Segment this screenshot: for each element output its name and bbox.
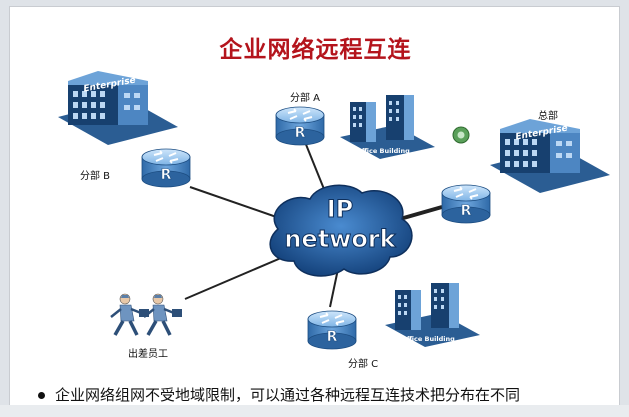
link-branch-b	[189, 186, 286, 221]
office-building-text: Office Building	[356, 147, 410, 155]
person-icon	[142, 292, 184, 337]
connection-lines	[184, 141, 443, 308]
headquarters: 总部 Enterprise R	[441, 109, 610, 224]
branch-a-label: 分部 A	[290, 91, 320, 104]
person-icon	[109, 292, 151, 337]
branch-c: R Office Building 分部 C	[307, 283, 480, 370]
ip-network-cloud: IP network	[269, 184, 413, 277]
bullet-content: 企业网络组网不受地域限制，可以通过各种远程互连技术把分布在不同	[55, 386, 521, 404]
hq-label: 总部	[538, 109, 558, 122]
router-letter: R	[461, 203, 472, 219]
branch-b: Enterprise 分部 B R	[58, 71, 191, 188]
link-hq	[399, 205, 443, 221]
branch-c-label: 分部 C	[348, 357, 378, 370]
branch-b-label: 分部 B	[80, 169, 110, 182]
cloud-ip-text: IP	[327, 195, 354, 223]
slide-title: 企业网络远程互连	[219, 37, 412, 63]
branch-a: 分部 A R Office Building	[275, 91, 435, 159]
cloud-network-text: network	[284, 225, 396, 253]
router-letter: R	[295, 125, 306, 141]
bullet-text: 企业网络组网不受地域限制，可以通过各种远程互连技术把分布在不同	[38, 384, 520, 405]
travel-label: 出差员工	[128, 347, 168, 360]
slide: 企业网络远程互连	[9, 6, 620, 417]
bullet-dot	[38, 392, 45, 399]
router-letter: R	[161, 167, 172, 183]
link-travel	[184, 254, 289, 300]
network-diagram: IP network 分部 A R Office Building Enterp…	[58, 71, 610, 370]
router-letter: R	[327, 329, 338, 345]
target-icon	[452, 126, 470, 144]
traveling-employees: 出差员工	[109, 292, 184, 360]
bottom-bar	[0, 405, 629, 417]
link-branch-c	[329, 268, 339, 308]
office-building-text: Office Building	[401, 335, 455, 343]
